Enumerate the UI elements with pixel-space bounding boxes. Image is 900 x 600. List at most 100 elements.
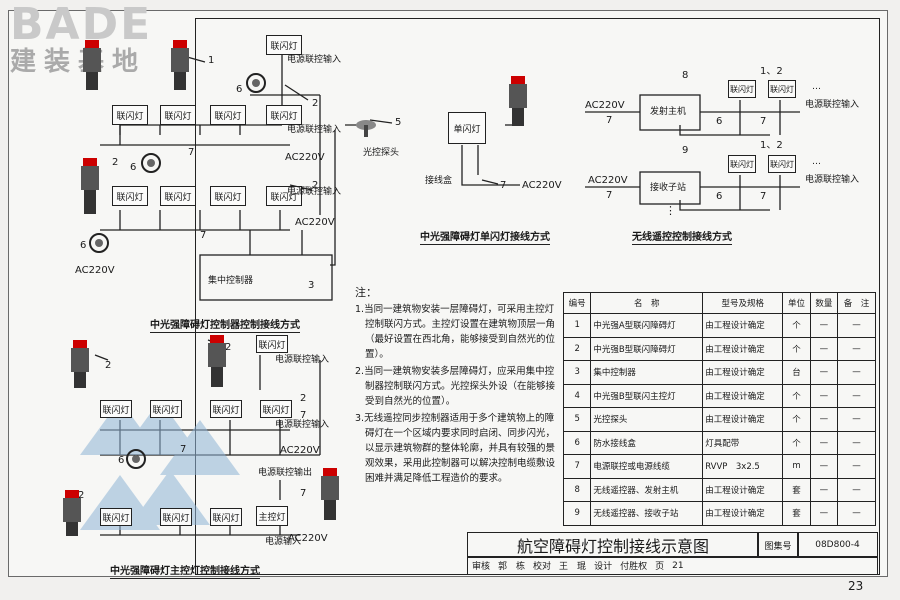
ac-label: AC220V (280, 445, 320, 456)
cell: 灯具配带 (702, 430, 784, 455)
junction-box-icon (89, 233, 109, 253)
lamp-box: 联闪灯 (210, 105, 246, 125)
cell: 中光强A型联闪障碍灯 (590, 313, 704, 338)
note-item: 1.当同一建筑物安装一层障碍灯，可采用主控灯控制联闪方式。主控灯设置在建筑物顶层… (355, 304, 556, 360)
cell: — (809, 407, 839, 432)
ac-label: AC220V (295, 217, 335, 228)
cell: — (837, 383, 876, 408)
cell: 由工程设计确定 (702, 501, 784, 526)
callout-1: 1 (208, 55, 215, 66)
callout-2: 2 (78, 490, 85, 501)
cell: 个 (782, 407, 811, 432)
cell: 2 (562, 336, 592, 361)
lamp-box: 联闪灯 (728, 155, 756, 173)
page-label: 页 (655, 562, 665, 572)
cell: — (809, 360, 839, 385)
lamp-box: 联闪灯 (160, 508, 192, 526)
cell: — (809, 383, 839, 408)
design-label: 设计 (594, 562, 613, 572)
lamp-box: 联闪灯 (100, 508, 132, 526)
power-input-label: 电源联控输入 (287, 55, 342, 65)
cell: 由工程设计确定 (702, 477, 784, 502)
ac-label: AC220V (75, 265, 115, 276)
power-input-label: 电源联控输入 (805, 175, 860, 185)
cell: 光控探头 (590, 407, 704, 432)
designer-name: 付胜权 (620, 562, 648, 572)
lamp-icon (509, 76, 527, 126)
callout-1-2: 1、2 (760, 66, 783, 77)
notes-block: 注： 1.当同一建筑物安装一层障碍灯，可采用主控灯控制联闪方式。主控灯设置在建筑… (355, 285, 560, 488)
lamp-box: 联闪灯 (260, 400, 292, 418)
drawing-title: 航空障碍灯控制接线示意图 (467, 532, 759, 558)
lamp-icon (171, 40, 189, 90)
watermark-logo: BADE 建装基地 (10, 2, 178, 77)
ac-label: AC220V (585, 100, 625, 111)
col-header: 名 称 (590, 292, 704, 314)
junction-box-icon (246, 73, 266, 93)
lamp-box: 联闪灯 (728, 80, 756, 98)
cell: 中光强B型联闪障碍灯 (590, 336, 704, 361)
atlas-label: 图集号 (757, 532, 799, 558)
checker-name: 王 琨 (559, 562, 587, 572)
cell: — (809, 313, 839, 338)
lamp-box: 联闪灯 (266, 105, 302, 125)
callout-3: 3 (308, 280, 315, 291)
col-header: 数量 (809, 292, 839, 314)
power-output-label: 电源联控输出 (258, 468, 313, 478)
lamp-icon (63, 490, 81, 536)
callout-7: 7 (180, 444, 187, 455)
cell: — (809, 501, 839, 526)
callout-1-2: 1、2 (760, 140, 783, 151)
cell: — (809, 336, 839, 361)
cell: 8 (562, 477, 592, 502)
cell: 台 (782, 360, 811, 385)
cell: 9 (562, 501, 592, 526)
callout-7: 7 (200, 230, 207, 241)
cell: 1 (562, 313, 592, 338)
ellipsis: … (812, 157, 821, 167)
cell: — (837, 454, 876, 479)
cell: 中光强B型联闪主控灯 (590, 383, 704, 408)
single-lamp-box: 单闪灯 (448, 112, 486, 144)
lamp-box: 联闪灯 (160, 105, 196, 125)
check-label: 校对 (533, 562, 552, 572)
callout-7: 7 (760, 191, 767, 202)
lamp-box: 联闪灯 (112, 186, 148, 206)
title-central: 中光强障碍灯控制器控制接线方式 (150, 316, 300, 333)
lamp-icon (83, 40, 101, 90)
light-sensor-icon (356, 120, 376, 137)
power-input-label: 电源联控输入 (287, 125, 342, 135)
cell: — (837, 336, 876, 361)
callout-7: 7 (606, 115, 613, 126)
callout-7: 7 (188, 147, 195, 158)
cell: 由工程设计确定 (702, 383, 784, 408)
notes-heading: 注： (355, 286, 377, 299)
ac-label: AC220V (588, 175, 628, 186)
callout-2: 2 (225, 342, 232, 353)
review-label: 审核 (472, 562, 491, 572)
cell: — (837, 313, 876, 338)
cell: — (809, 430, 839, 455)
lamp-box: 联闪灯 (100, 400, 132, 418)
ellipsis: … (812, 82, 821, 92)
col-header: 编号 (562, 292, 592, 314)
lamp-box: 联闪灯 (256, 335, 288, 353)
title-wireless: 无线遥控控制接线方式 (632, 228, 732, 245)
lamp-box: 联闪灯 (210, 186, 246, 206)
power-input-label: 电源联控输入 (275, 420, 330, 430)
callout-6: 6 (80, 240, 87, 251)
lamp-icon (208, 335, 226, 387)
callout-2: 2 (312, 98, 319, 109)
cell: — (837, 477, 876, 502)
cell: RVVP 3x2.5 (702, 454, 784, 479)
cell: 由工程设计确定 (702, 360, 784, 385)
cell: 无线遥控器、发射主机 (590, 477, 704, 502)
cell: 由工程设计确定 (702, 313, 784, 338)
callout-6: 6 (130, 162, 137, 173)
